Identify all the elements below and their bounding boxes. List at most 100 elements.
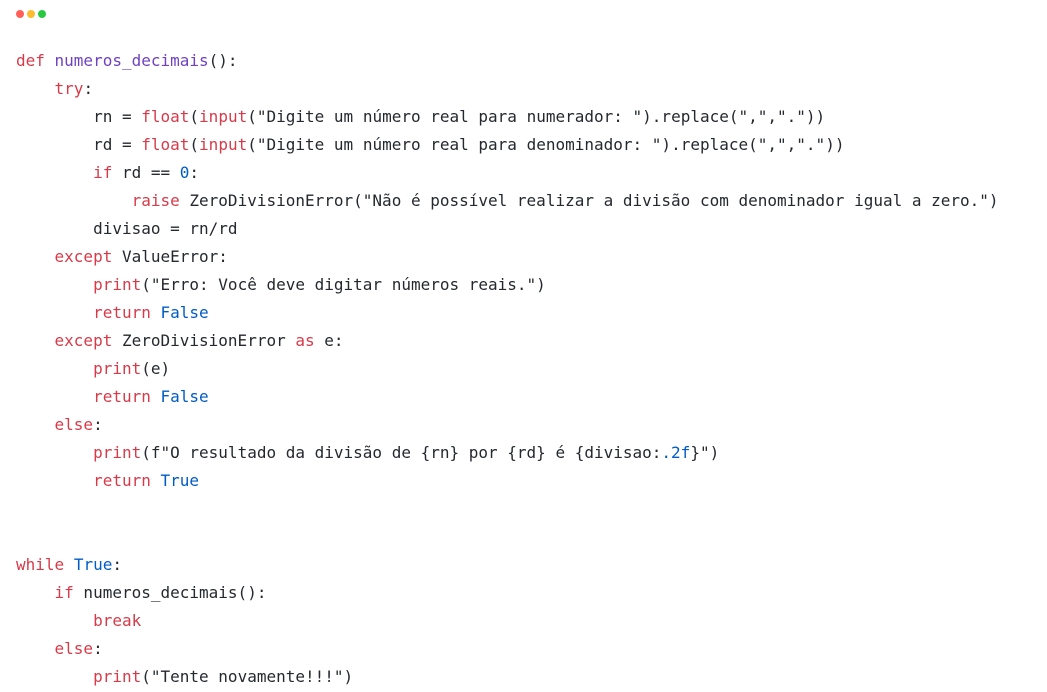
code-line xyxy=(16,495,999,523)
code-token-plain: : xyxy=(93,639,103,658)
code-token-plain: rd == xyxy=(112,163,180,182)
code-token-kw: input xyxy=(199,107,248,126)
code-line: if numeros_decimais(): xyxy=(16,579,999,607)
code-token-num: False xyxy=(160,303,209,322)
code-token-plain: e: xyxy=(314,331,344,350)
code-line: else: xyxy=(16,411,999,439)
code-token-plain xyxy=(151,303,161,322)
code-token-plain xyxy=(16,331,55,350)
code-token-plain: (f"O resultado da divisão de {rn} por {r… xyxy=(141,443,662,462)
code-token-plain: divisao = rn/rd xyxy=(16,219,238,238)
code-line: else: xyxy=(16,635,999,663)
code-line: rn = float(input("Digite um número real … xyxy=(16,103,999,131)
code-token-plain: (e) xyxy=(141,359,171,378)
code-token-kw: if xyxy=(54,583,74,602)
code-token-plain xyxy=(16,303,93,322)
code-token-plain xyxy=(16,163,93,182)
code-token-plain xyxy=(16,667,93,686)
code-token-kw: if xyxy=(93,163,113,182)
code-token-plain xyxy=(16,471,93,490)
code-token-kw: return xyxy=(93,471,151,490)
code-token-kw: break xyxy=(93,611,142,630)
code-token-plain xyxy=(16,191,132,210)
code-line: rd = float(input("Digite um número real … xyxy=(16,131,999,159)
code-token-kw: as xyxy=(295,331,315,350)
window-controls xyxy=(16,9,46,19)
code-token-plain xyxy=(151,471,161,490)
code-token-num: True xyxy=(160,471,200,490)
code-line: def numeros_decimais(): xyxy=(16,47,999,75)
code-line: break xyxy=(16,607,999,635)
code-token-plain: }") xyxy=(690,443,720,462)
code-line: divisao = rn/rd xyxy=(16,215,999,243)
code-line: print("Erro: Você deve digitar números r… xyxy=(16,271,999,299)
code-token-kw: print xyxy=(93,275,142,294)
code-line: except ZeroDivisionError as e: xyxy=(16,327,999,355)
code-token-plain: numeros_decimais(): xyxy=(73,583,267,602)
close-button[interactable] xyxy=(16,10,24,18)
code-token-kw: except xyxy=(54,331,113,350)
maximize-button[interactable] xyxy=(38,10,46,18)
code-token-plain: (): xyxy=(208,51,238,70)
code-line: print(e) xyxy=(16,355,999,383)
code-token-plain xyxy=(16,611,93,630)
code-token-plain xyxy=(16,443,93,462)
code-line: if rd == 0: xyxy=(16,159,999,187)
code-token-plain: : xyxy=(93,415,103,434)
code-token-plain: ZeroDivisionError("Não é possível realiz… xyxy=(179,191,999,210)
code-token-num: .2f xyxy=(661,443,691,462)
code-line: while True: xyxy=(16,551,999,579)
code-line: return True xyxy=(16,467,999,495)
code-token-kw: return xyxy=(93,387,151,406)
code-token-kw: return xyxy=(93,303,151,322)
code-token-plain: : xyxy=(112,555,122,574)
code-line: print("Tente novamente!!!") xyxy=(16,663,999,691)
code-token-num: False xyxy=(160,387,209,406)
code-token-plain: ValueError: xyxy=(112,247,228,266)
code-token-kw: print xyxy=(93,443,142,462)
code-token-num: 0 xyxy=(179,163,190,182)
code-token-plain: : xyxy=(189,163,200,182)
minimize-button[interactable] xyxy=(27,10,35,18)
code-token-plain: ("Erro: Você deve digitar números reais.… xyxy=(141,275,546,294)
code-line: return False xyxy=(16,299,999,327)
code-token-plain: ("Digite um número real para numerador: … xyxy=(247,107,826,126)
code-line: print(f"O resultado da divisão de {rn} p… xyxy=(16,439,999,467)
code-token-kw: print xyxy=(93,359,142,378)
code-token-num: True xyxy=(73,555,113,574)
code-block: def numeros_decimais(): try: rn = float(… xyxy=(16,47,999,691)
code-token-plain: rd = xyxy=(16,135,142,154)
code-token-plain xyxy=(16,583,55,602)
code-token-plain xyxy=(16,639,55,658)
code-token-plain xyxy=(151,387,161,406)
code-token-kw: else xyxy=(54,415,94,434)
code-token-plain: ( xyxy=(189,135,200,154)
code-token-kw: while xyxy=(16,555,65,574)
code-token-plain: ZeroDivisionError xyxy=(112,331,296,350)
code-token-kw: else xyxy=(54,639,94,658)
code-line: try: xyxy=(16,75,999,103)
code-line: except ValueError: xyxy=(16,243,999,271)
code-line xyxy=(16,523,999,551)
code-token-plain: ("Tente novamente!!!") xyxy=(141,667,354,686)
code-token-plain: : xyxy=(83,79,94,98)
code-token-kw: def xyxy=(16,51,55,70)
code-line: raise ZeroDivisionError("Não é possível … xyxy=(16,187,999,215)
code-line: return False xyxy=(16,383,999,411)
code-token-plain xyxy=(16,359,93,378)
code-token-kw: except xyxy=(54,247,113,266)
code-token-fn: numeros_decimais xyxy=(54,51,209,70)
code-token-kw: print xyxy=(93,667,142,686)
code-token-kw: try xyxy=(54,79,84,98)
code-token-plain: ("Digite um número real para denominador… xyxy=(247,135,845,154)
code-token-plain xyxy=(16,247,55,266)
code-token-plain: rn = xyxy=(16,107,142,126)
code-token-plain xyxy=(16,415,55,434)
code-token-kw: float xyxy=(141,135,190,154)
code-token-kw: raise xyxy=(131,191,180,210)
code-token-plain xyxy=(16,275,93,294)
code-token-plain xyxy=(64,555,74,574)
code-token-plain: ( xyxy=(189,107,200,126)
code-token-plain xyxy=(16,387,93,406)
